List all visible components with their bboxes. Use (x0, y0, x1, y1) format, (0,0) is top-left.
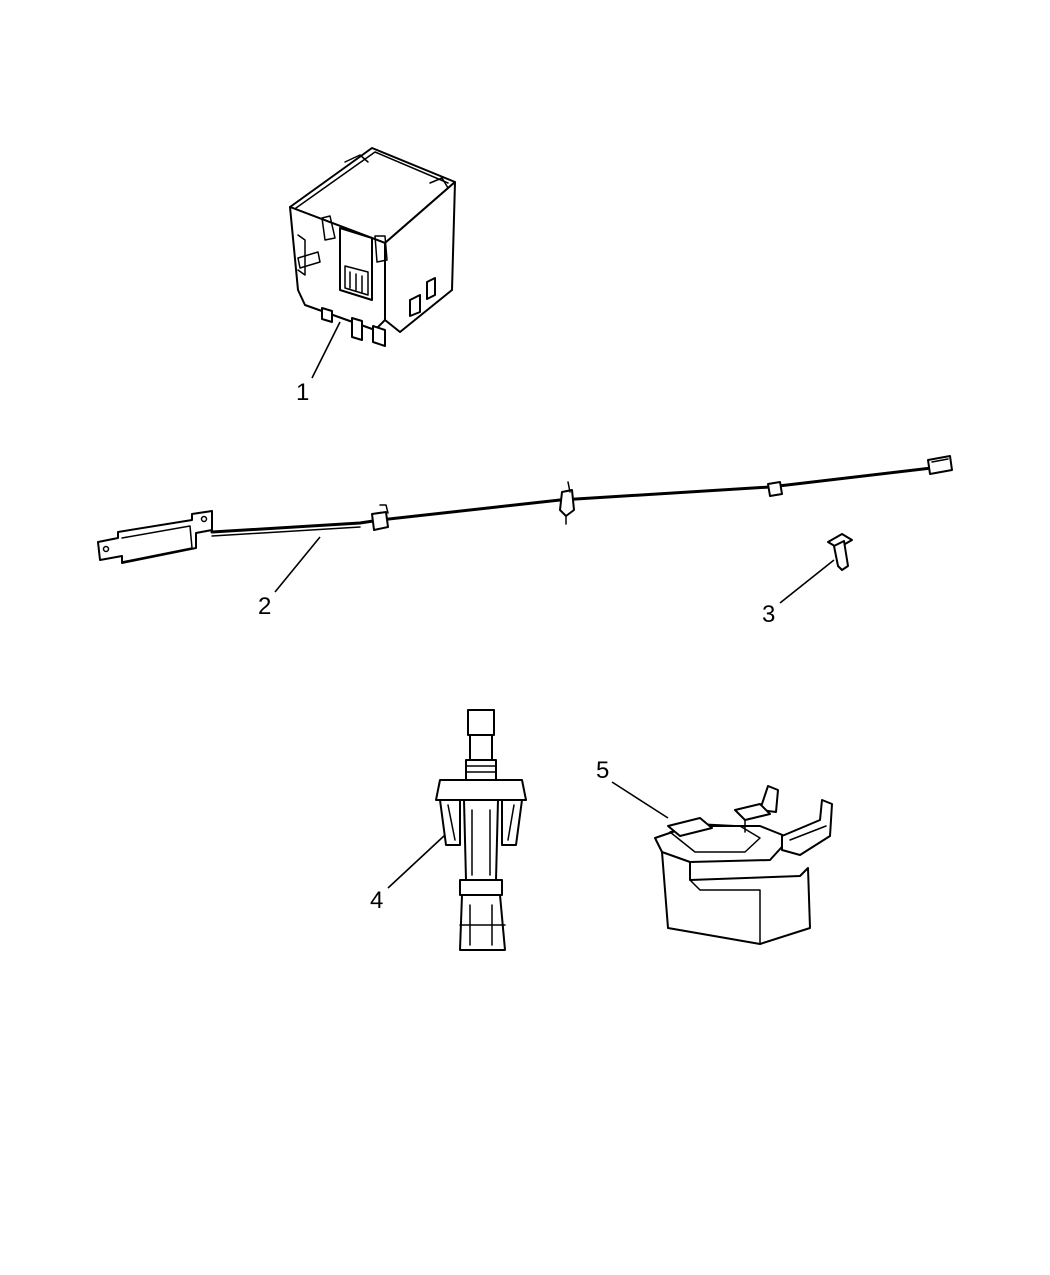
part-4-switch-plunger: 4 (370, 709, 527, 951)
part-2-antenna-harness: 2 (97, 455, 953, 620)
callout-1: 1 (296, 379, 309, 406)
callout-2: 2 (258, 593, 271, 620)
part-3-screw: 3 (762, 533, 853, 628)
callout-4: 4 (370, 887, 383, 914)
callout-5: 5 (596, 757, 609, 784)
part-1-control-module: 1 (289, 147, 456, 406)
part-5-sensor-housing: 5 (596, 757, 833, 945)
callout-3: 3 (762, 601, 775, 628)
